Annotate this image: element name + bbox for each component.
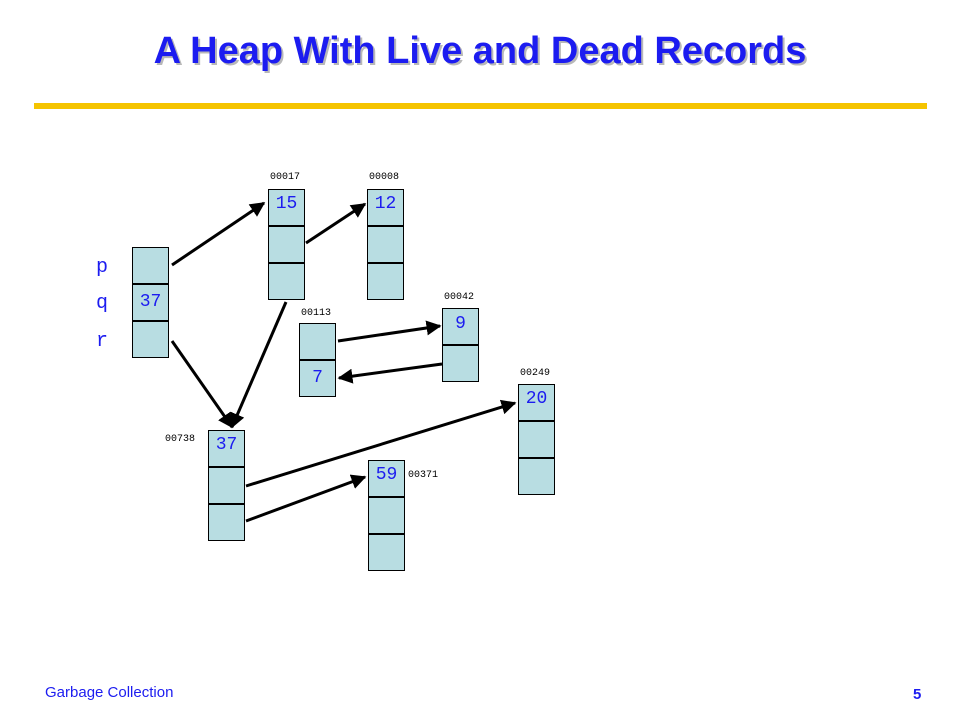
pointer-00113-to-00042 <box>337 320 442 343</box>
record-value: 15 <box>275 194 298 214</box>
pointer-00042-to-00113 <box>337 362 443 384</box>
root-cell-r <box>132 321 169 358</box>
root-label-p: p <box>96 256 109 279</box>
page-number: 5 <box>913 686 922 703</box>
pointer-00017-to-00008 <box>305 202 367 245</box>
record-cell <box>208 430 245 467</box>
record-cell <box>299 323 336 360</box>
record-value: 9 <box>455 314 466 334</box>
record-address: 00017 <box>270 172 301 183</box>
record-cell <box>442 345 479 382</box>
pointer-p-to-00017 <box>171 201 266 267</box>
root-cell-p <box>132 247 169 284</box>
record-address: 00371 <box>408 470 439 481</box>
record-cell <box>367 226 404 263</box>
record-cell <box>518 421 555 458</box>
record-cell <box>367 263 404 300</box>
root-cell-q <box>132 284 169 321</box>
footer-text: Garbage Collection <box>45 684 174 701</box>
pointer-00738-to-00249 <box>245 399 517 488</box>
record-address: 00738 <box>165 434 196 445</box>
record-address: 00249 <box>520 368 551 379</box>
title-underline <box>34 103 927 109</box>
record-cell <box>299 360 336 397</box>
record-address: 00042 <box>444 292 475 303</box>
root-label-q: q <box>96 292 109 315</box>
record-cell <box>518 384 555 421</box>
record-value: 12 <box>374 194 397 214</box>
record-cell <box>208 467 245 504</box>
record-cell <box>368 460 405 497</box>
record-value: 7 <box>312 368 323 388</box>
record-cell <box>442 308 479 345</box>
record-cell <box>368 534 405 571</box>
pointer-r-to-00738 <box>170 340 234 429</box>
record-cell <box>368 497 405 534</box>
pointer-00738-to-00371 <box>245 474 367 523</box>
root-label-r: r <box>96 330 109 353</box>
record-cell <box>208 504 245 541</box>
record-value: 20 <box>525 389 548 409</box>
record-value: 59 <box>375 465 398 485</box>
root-value-q: 37 <box>139 292 162 312</box>
record-cell <box>518 458 555 495</box>
record-address: 00008 <box>369 172 400 183</box>
slide-title: A Heap With Live and Dead Records <box>153 30 807 72</box>
record-cell <box>367 189 404 226</box>
record-cell <box>268 226 305 263</box>
record-cell <box>268 189 305 226</box>
record-value: 37 <box>215 435 238 455</box>
pointer-00017-to-00738 <box>230 301 288 429</box>
record-cell <box>268 263 305 300</box>
record-address: 00113 <box>301 308 332 319</box>
